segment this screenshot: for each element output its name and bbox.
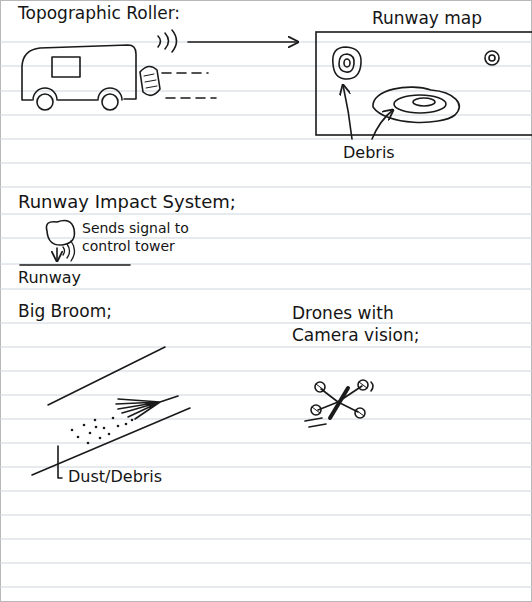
debris-contour: [485, 51, 499, 65]
drone-signal: [371, 382, 373, 391]
impact-arrow: [56, 248, 58, 261]
ruled-line: [0, 187, 532, 188]
ruled-line: [0, 419, 532, 420]
ruled-line: [0, 443, 532, 444]
debris-contour: [333, 47, 361, 79]
roller-drum: [140, 66, 160, 95]
roller-track: [162, 72, 208, 74]
ruled-line: [0, 515, 532, 516]
ruled-line: [0, 238, 532, 239]
ruled-line: [0, 371, 532, 372]
motion-lines: [305, 418, 326, 427]
map-title: Runway map: [315, 8, 532, 28]
rotor-marks: [312, 382, 367, 416]
ruled-line: [0, 91, 532, 92]
impact-object: [46, 221, 74, 246]
ruled-line: [0, 395, 532, 396]
map-panel: Runway map: [315, 8, 532, 136]
signal-waves: [158, 30, 177, 52]
debris-contour: [413, 98, 435, 106]
roller-texture: [144, 74, 157, 88]
section-heading: Topographic Roller:: [18, 3, 180, 23]
van-wheel: [37, 94, 53, 110]
signal-waves: [63, 241, 75, 261]
section-heading: Runway Impact System;: [18, 191, 236, 213]
debris-contour: [344, 59, 350, 67]
dust-leader: [58, 446, 62, 478]
ruled-line: [0, 563, 532, 564]
van-body: [22, 45, 136, 100]
ruled-lines: [0, 42, 532, 587]
note-label: Sends signal to control tower: [82, 219, 202, 255]
scan-arrow: [188, 41, 298, 43]
broom-bristles: [116, 396, 178, 419]
debris-contour: [489, 55, 495, 61]
ruled-line: [0, 491, 532, 492]
ruled-line: [0, 42, 532, 43]
ruled-line: [0, 539, 532, 540]
van-window: [52, 57, 80, 77]
debris-label: Dust/Debris: [68, 467, 162, 486]
ruled-line: [0, 264, 532, 265]
runway-edge: [48, 347, 165, 405]
debris-label: Debris: [343, 143, 395, 162]
ruled-line: [0, 323, 532, 324]
dust-dots: [71, 417, 134, 445]
ruled-line: [0, 115, 532, 116]
ruled-line: [0, 289, 532, 290]
debris-pointer: [343, 85, 352, 139]
runway-edge: [32, 408, 190, 475]
debris-contour: [339, 54, 354, 72]
map-border: [316, 32, 532, 135]
van-wheel: [102, 94, 118, 110]
ruled-line: [0, 587, 532, 588]
runway-label: Runway: [18, 268, 81, 287]
roller-track: [166, 97, 216, 99]
ruled-line: [0, 139, 532, 140]
section-heading: Drones with Camera vision;: [292, 302, 442, 346]
runway-line: [20, 264, 130, 266]
ruled-line: [0, 163, 532, 164]
ruled-line: [0, 214, 532, 215]
ruled-line: [0, 347, 532, 348]
debris-contour: [394, 95, 446, 113]
section-heading: Big Broom;: [18, 301, 112, 321]
